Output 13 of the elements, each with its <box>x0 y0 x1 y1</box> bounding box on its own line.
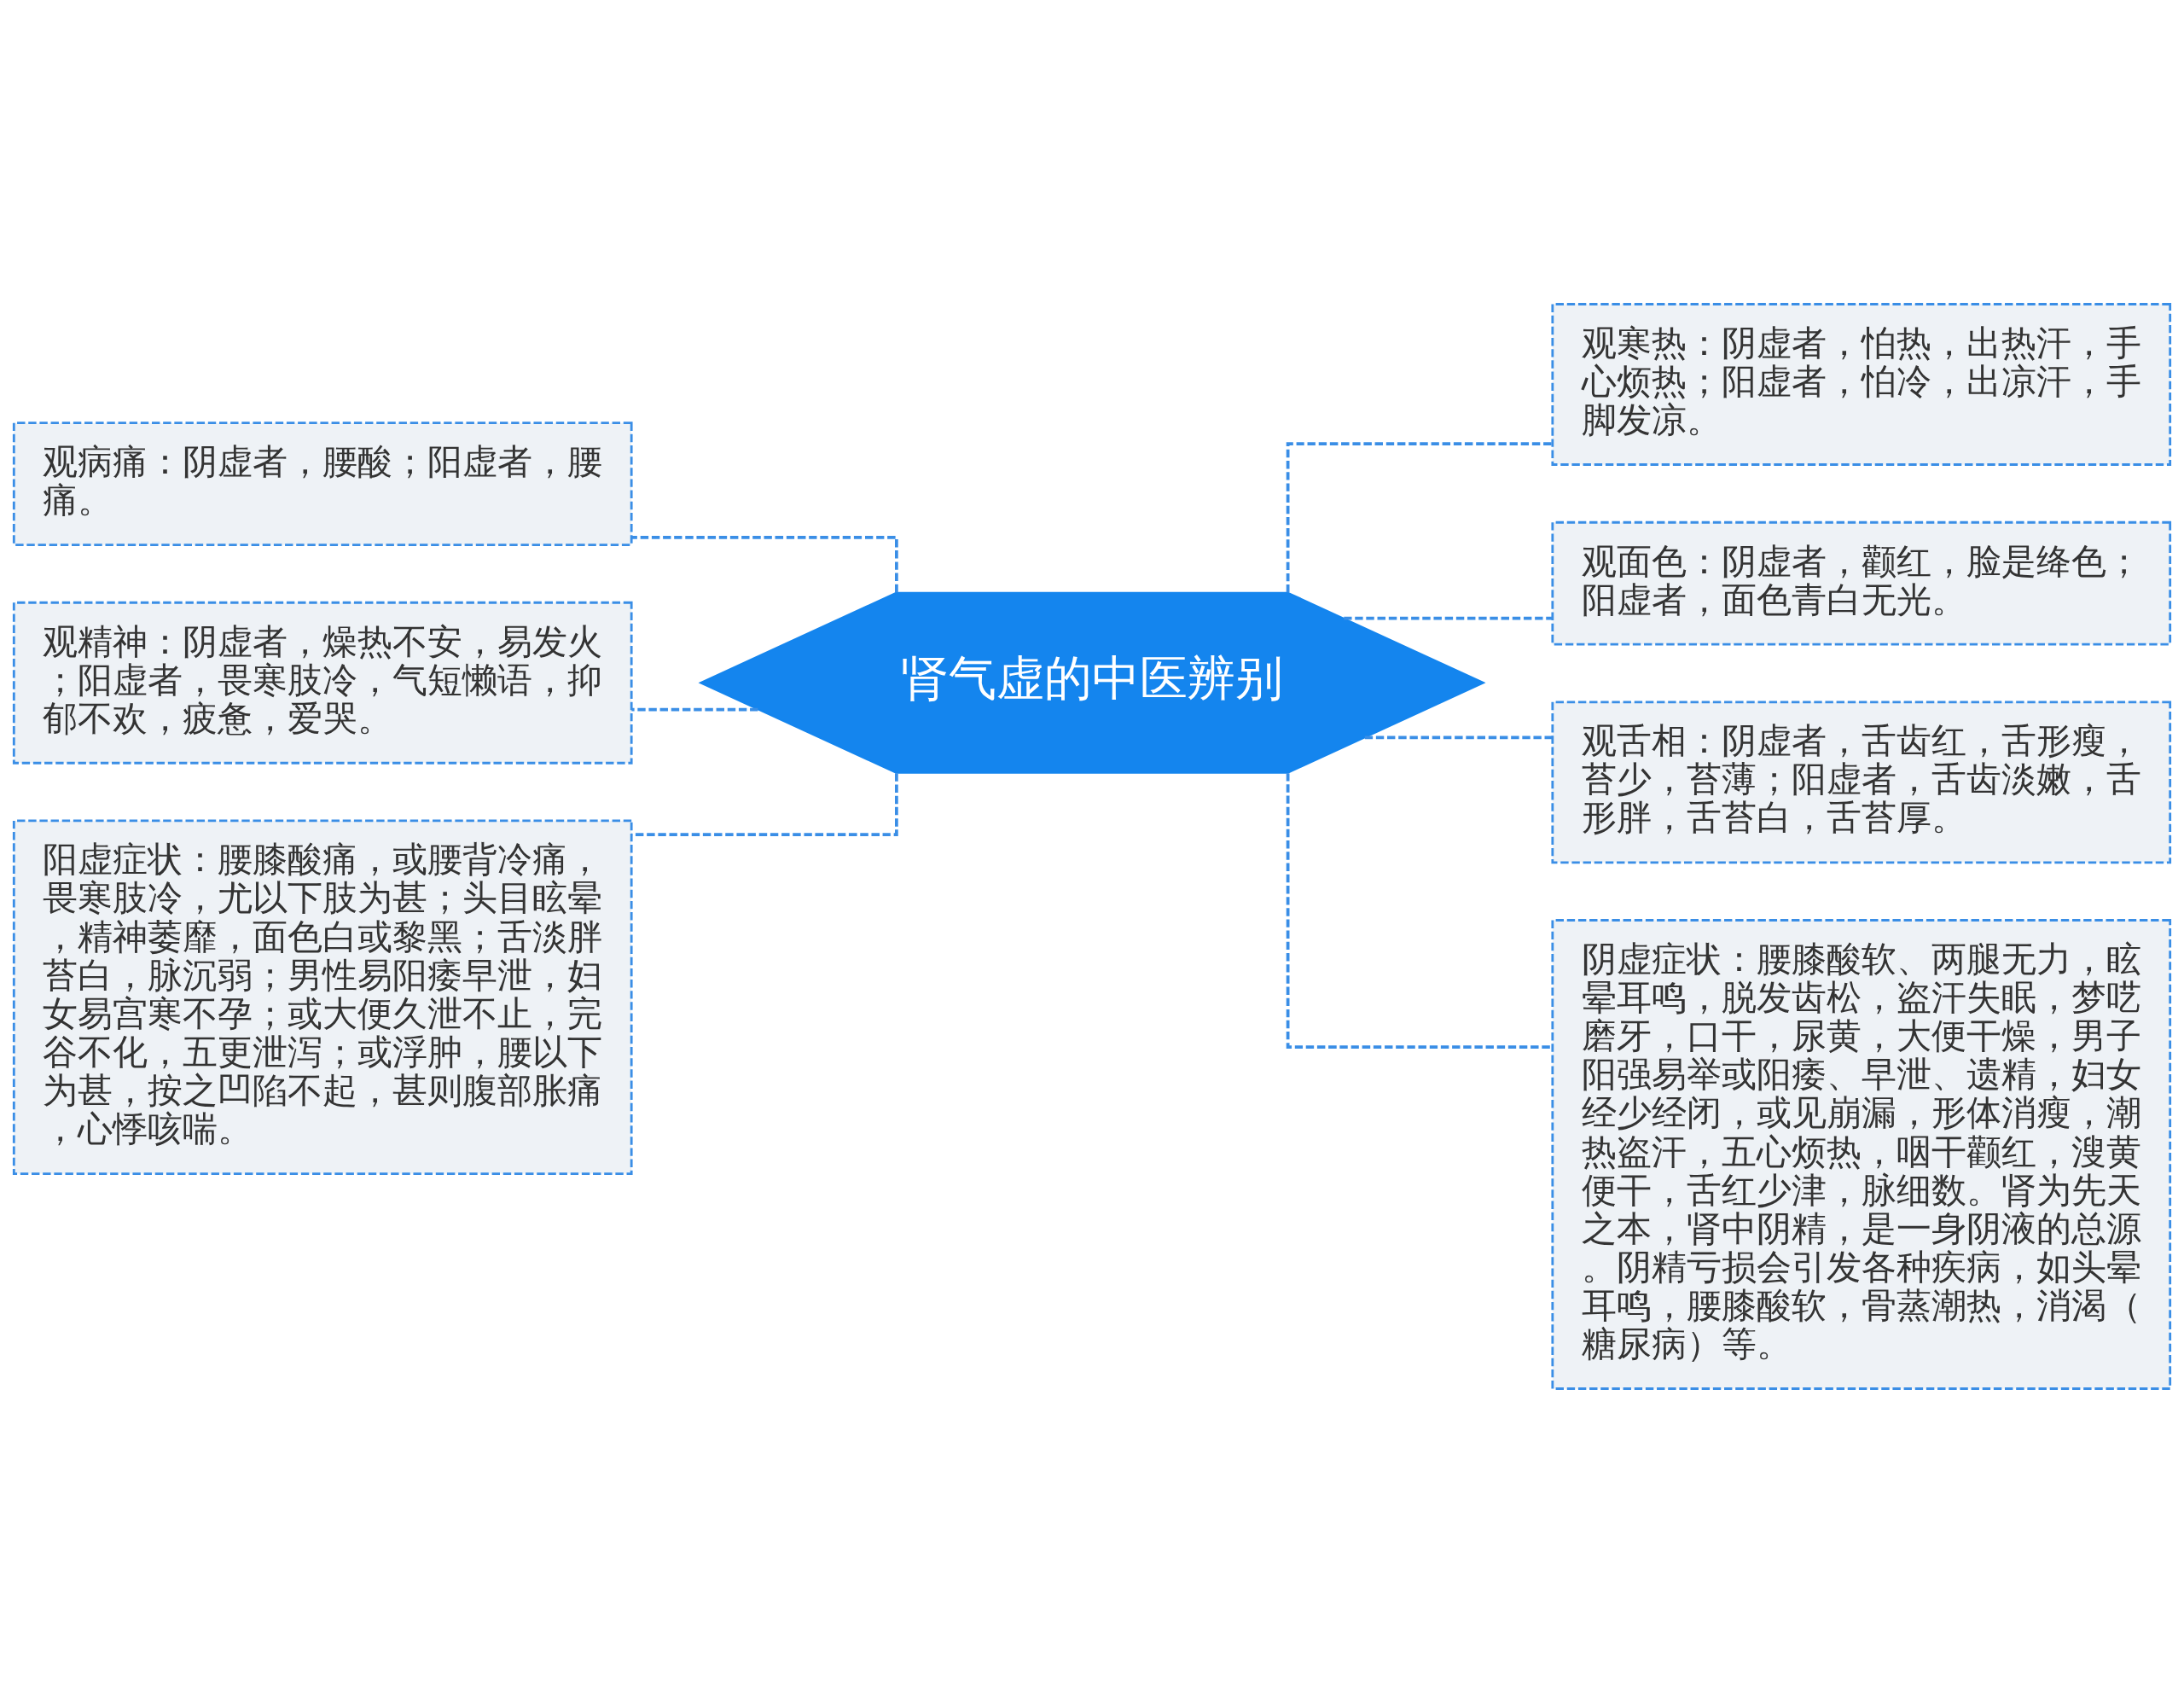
connector <box>1344 616 1553 620</box>
node-box: 阴虚症状：腰膝酸软、两腿无力，眩晕耳鸣，脱发齿松，盗汗失眠，梦呓磨牙，口干，尿黄，大便干燥，男子阳强易举或阳痿、早泄、遗精，妇女经少经闭，或见崩漏，形体消瘦，潮热盗汗，五心烦热，咽干颧红，溲黄便干，舌红少津，脉细数。肾为先天之本，肾中阴精，是一身阴液的总源。阴精亏损会引发各种疾病，如头晕耳鸣，腰膝酸软，骨蒸潮热，消渴（糖尿病）等。 <box>1551 918 2172 1390</box>
node-box: 观面色：阴虚者，颧红，脸是绛色；阳虚者，面色青白无光。 <box>1551 520 2172 645</box>
node-box: 阳虚症状：腰膝酸痛，或腰背冷痛，畏寒肢冷，尤以下肢为甚；头目眩晕，精神萎靡，面色白或黎黑；舌淡胖苔白，脉沉弱；男性易阳痿早泄，妇女易宫寒不孕；或大便久泄不止，完谷不化，五更泄泻；或浮肿，腰以下为甚，按之凹陷不起，甚则腹部胀痛，心悸咳喘。 <box>12 819 633 1175</box>
node-box: 观舌相：阴虚者，舌齿红，舌形瘦，苔少，苔薄；阳虚者，舌齿淡嫩，舌形胖，舌苔白，舌苔厚。 <box>1551 700 2172 863</box>
node-box: 观病痛：阴虚者，腰酸；阳虚者，腰痛。 <box>12 421 633 546</box>
connector <box>1364 736 1553 739</box>
connector <box>631 535 898 592</box>
connector <box>1286 772 1553 1049</box>
node-box: 观精神：阴虚者，燥热不安，易发火；阳虚者，畏寒肢冷，气短懒语，抑郁不欢，疲惫，爱哭。 <box>12 601 633 765</box>
connector <box>631 707 758 711</box>
connector <box>1286 441 1553 592</box>
node-box: 观寒热：阴虚者，怕热，出热汗，手心烦热；阳虚者，怕冷，出凉汗，手脚发凉。 <box>1551 302 2172 466</box>
